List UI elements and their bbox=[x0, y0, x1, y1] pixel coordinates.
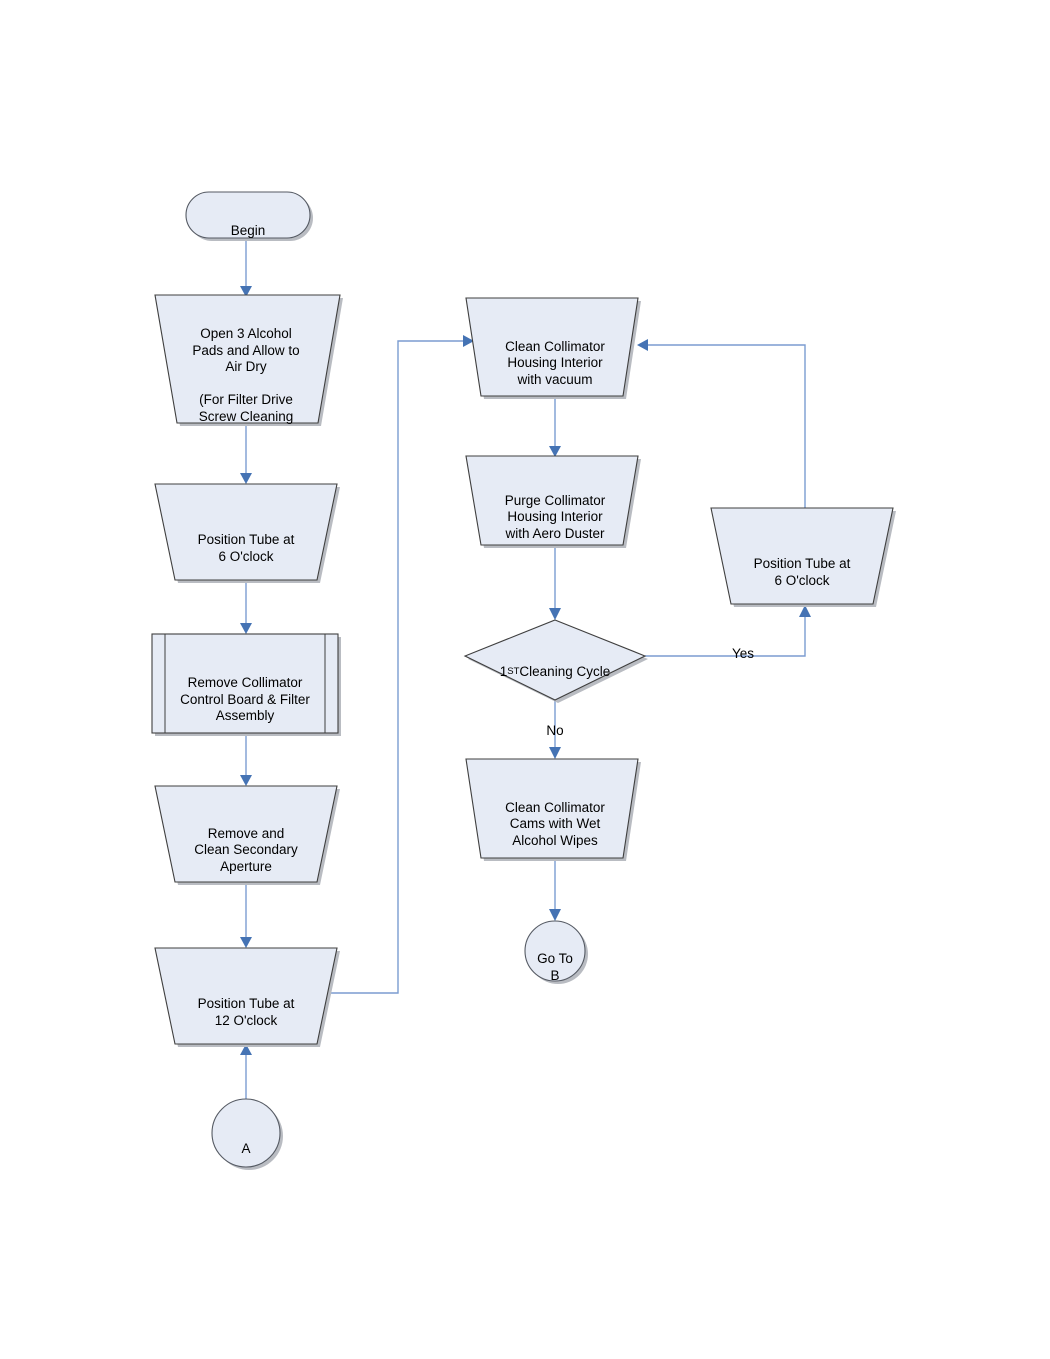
node-remove-aperture[interactable] bbox=[154, 785, 340, 885]
arrowhead-position-6a bbox=[240, 473, 252, 484]
node-begin[interactable] bbox=[185, 191, 313, 241]
arrowhead-position-12 bbox=[240, 937, 252, 948]
edge-label-yes: Yes bbox=[731, 646, 755, 661]
connector-group bbox=[240, 238, 811, 1103]
node-decision-cycle[interactable] bbox=[463, 619, 648, 703]
arrowhead-clean-vacuum-left bbox=[463, 335, 474, 347]
node-position-12[interactable] bbox=[154, 947, 340, 1047]
arrowhead-goto-b bbox=[549, 909, 561, 921]
node-purge-duster[interactable] bbox=[465, 455, 641, 548]
edge-position-6b-to-clean-vacuum bbox=[648, 344, 806, 508]
node-connector-a[interactable] bbox=[211, 1098, 283, 1170]
node-position-6a[interactable] bbox=[154, 483, 340, 583]
node-remove-board[interactable] bbox=[151, 633, 341, 736]
node-position-6b[interactable] bbox=[710, 507, 896, 607]
node-clean-vacuum[interactable] bbox=[465, 297, 641, 399]
edge-decision-yes-to-position-6b bbox=[645, 617, 806, 657]
arrowhead-clean-vacuum-right bbox=[637, 339, 648, 351]
node-goto-b[interactable] bbox=[524, 920, 588, 984]
arrowhead-clean-cams bbox=[549, 747, 561, 759]
arrowhead-position-12-bottom bbox=[240, 1044, 252, 1055]
arrowhead-remove-board bbox=[240, 623, 252, 634]
arrowhead-remove-aperture bbox=[240, 775, 252, 786]
arrowhead-position-6b-bottom bbox=[799, 605, 811, 617]
node-clean-cams[interactable] bbox=[465, 758, 641, 861]
edge-label-no: No bbox=[546, 723, 564, 738]
edge-position-12-to-clean-vacuum bbox=[313, 340, 463, 994]
node-open-pads[interactable] bbox=[154, 294, 343, 426]
arrowhead-decision bbox=[549, 608, 561, 620]
arrowhead-purge-duster bbox=[549, 446, 561, 457]
arrowhead-open-pads bbox=[240, 286, 252, 297]
